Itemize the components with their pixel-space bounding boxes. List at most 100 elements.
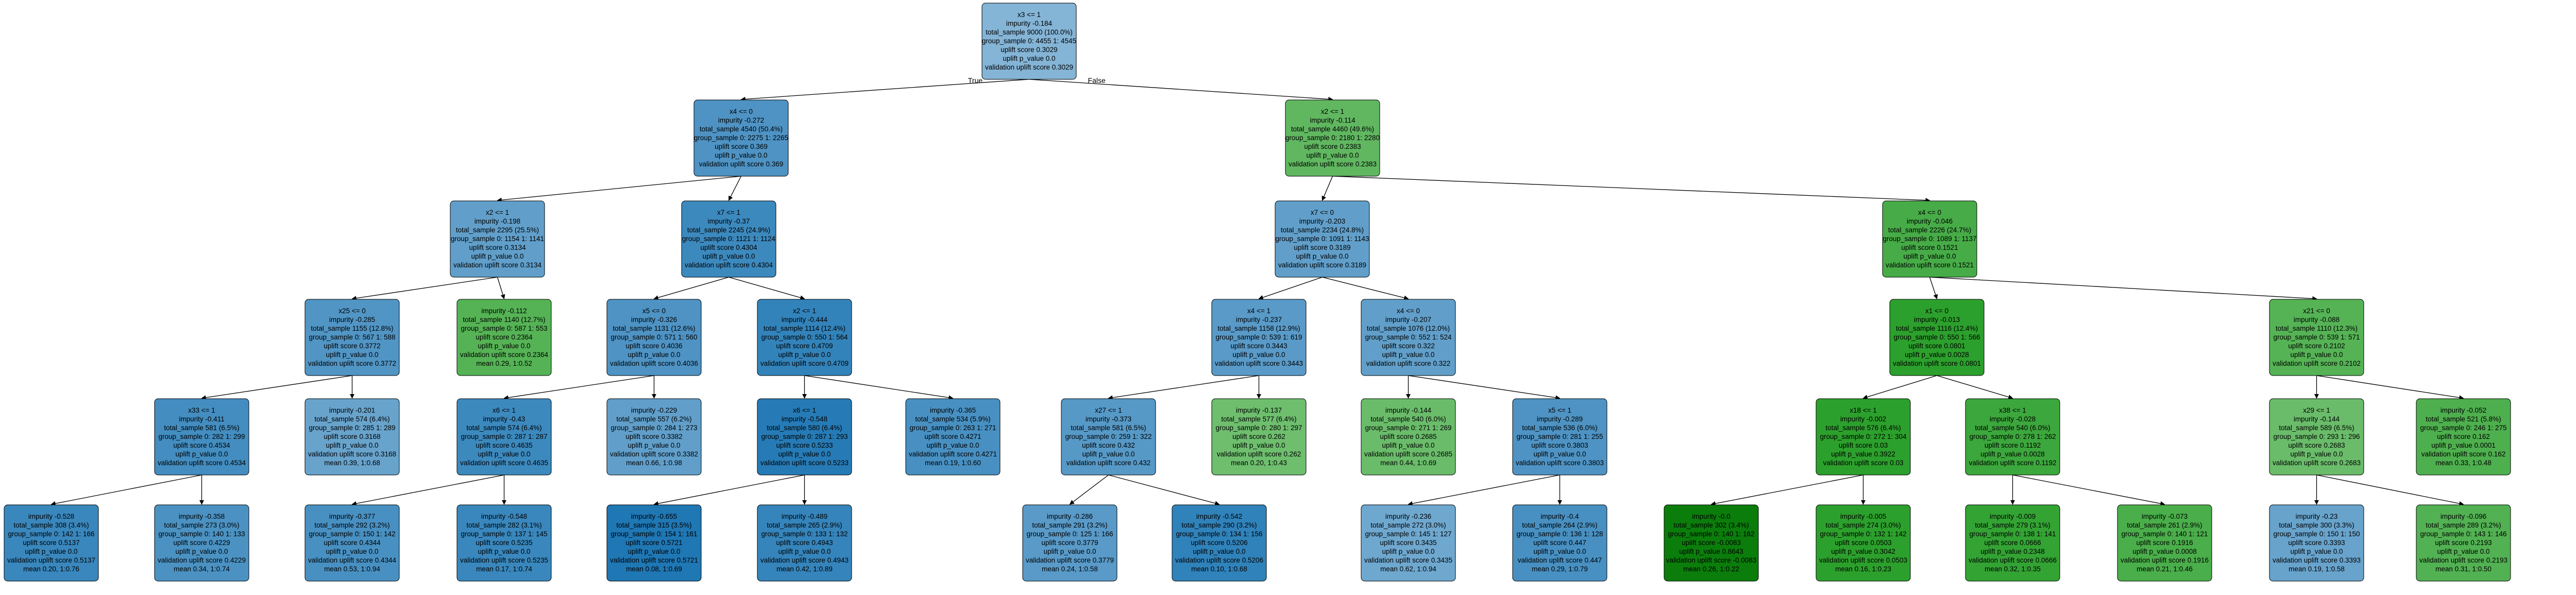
node-box [4, 504, 99, 582]
node-line: total_sample 289 (3.2%) [2426, 521, 2501, 529]
tree-edge [653, 474, 805, 506]
node-line: validation uplift score 0.3772 [308, 360, 396, 367]
tree-edge [503, 375, 654, 400]
node-line: group_sample 0: 4455 1: 4545 [982, 37, 1076, 45]
node-line: impurity -0.013 [1914, 316, 1960, 324]
node-line: impurity -0.052 [2441, 406, 2486, 414]
node-line: uplift score 0.0801 [1908, 342, 1965, 350]
node-line: uplift p_value 0.0 [1193, 548, 1245, 555]
node-box [2269, 398, 2364, 475]
node-box [1061, 398, 1156, 475]
node-line: impurity -0.489 [782, 513, 827, 520]
node-box [2416, 504, 2511, 582]
node-box [2269, 504, 2364, 582]
node-line: uplift score 0.5235 [476, 539, 532, 547]
node-line: mean 0.33, 1:0.48 [2435, 459, 2492, 467]
node-line: group_sample 0: 271 1: 269 [1365, 424, 1451, 432]
tree-edge [1069, 474, 1109, 505]
node-line: total_sample 274 (3.0%) [1825, 521, 1901, 529]
node-line: group_sample 0: 134 1: 156 [1176, 530, 1262, 538]
node-line: uplift p_value 0.0 [1003, 55, 1055, 62]
node-line: uplift p_value 0.0 [1382, 548, 1434, 555]
node-line: mean 0.20, 1:0.43 [1231, 459, 1287, 467]
node-line: mean 0.39, 1:0.68 [324, 459, 380, 467]
node-line: group_sample 0: 143 1: 146 [2420, 530, 2506, 538]
node-line: impurity -0.23 [2296, 513, 2338, 520]
node-box [757, 299, 852, 376]
node-line: uplift score 0.4709 [776, 342, 833, 350]
node-line: x21 <= 0 [2303, 307, 2330, 315]
node-line: impurity -0.528 [28, 513, 74, 520]
node-line: group_sample 0: 1089 1: 1137 [1883, 235, 1976, 243]
tree-edge [653, 277, 729, 300]
node-line: impurity -0.009 [1990, 513, 2036, 520]
node-line: validation uplift score 0.162 [2421, 450, 2506, 458]
node-line: uplift score -0.0083 [1682, 539, 1741, 547]
node-line: total_sample 2226 (24.7%) [1888, 226, 1971, 234]
node-line: uplift p_value 0.0 [1382, 441, 1434, 449]
node-line: x3 <= 1 [1018, 11, 1041, 19]
node-line: uplift score 0.4304 [700, 244, 757, 251]
node-line: mean 0.66, 1:0.98 [626, 459, 682, 467]
node-line: uplift score 0.3393 [2288, 539, 2345, 547]
node-line: validation uplift score 0.3029 [985, 63, 1073, 71]
node-line: total_sample 264 (2.9%) [1522, 521, 1597, 529]
node-line: uplift score 0.4635 [476, 441, 532, 449]
node-box [1211, 299, 1307, 376]
node-box [1965, 504, 2060, 582]
node-line: uplift p_value 0.8643 [1679, 548, 1743, 555]
tree-edge [1710, 474, 1863, 506]
node-line: mean 0.21, 1:0.46 [2137, 565, 2193, 573]
node-line: group_sample 0: 285 1: 289 [309, 424, 395, 432]
node-line: x25 <= 0 [338, 307, 366, 315]
node-line: validation uplift score 0.1192 [1969, 459, 2056, 467]
node-box [1889, 299, 1985, 376]
node-line: validation uplift score 0.3134 [453, 261, 542, 269]
node-line: validation uplift score 0.3189 [1278, 261, 1366, 269]
node-line: total_sample 581 (6.5%) [1071, 424, 1146, 432]
node-line: group_sample 0: 133 1: 132 [761, 530, 848, 538]
node-line: validation uplift score 0.3393 [2273, 556, 2361, 564]
node-line: uplift score 0.3435 [1380, 539, 1436, 547]
node-line: mean 0.24, 1:0.58 [1042, 565, 1098, 573]
node-line: mean 0.20, 1:0.76 [23, 565, 79, 573]
tree-edge [1108, 375, 1259, 400]
node-line: total_sample 1116 (12.4%) [1896, 325, 1978, 332]
node-line: validation uplift score 0.432 [1066, 459, 1151, 467]
node-line: validation uplift score 0.2383 [1289, 160, 1377, 168]
node-line: validation uplift score 0.2364 [460, 351, 549, 359]
node-box [1816, 504, 1911, 582]
node-line: total_sample 1076 (12.0%) [1367, 325, 1450, 332]
node-line: total_sample 302 (3.4%) [1673, 521, 1749, 529]
node-line: mean 0.44, 1:0.69 [1380, 459, 1436, 467]
node-line: validation uplift score 0.3168 [308, 450, 396, 458]
node-line: validation uplift score 0.447 [1518, 556, 1602, 564]
node-line: uplift p_value 0.0 [1533, 450, 1586, 458]
node-line: uplift p_value 0.0 [471, 252, 523, 260]
node-box [456, 398, 552, 475]
node-box [1172, 504, 1267, 582]
node-line: validation uplift score 0.4635 [460, 459, 548, 467]
node-line: validation uplift score 0.4271 [909, 450, 997, 458]
tree-edge [1321, 176, 1333, 201]
node-line: mean 0.19, 1:0.58 [2289, 565, 2345, 573]
node-line: uplift p_value 0.0 [175, 450, 228, 458]
node-line: x2 <= 1 [793, 307, 816, 315]
tree-edge [497, 277, 505, 299]
node-line: group_sample 0: 284 1: 273 [611, 424, 697, 432]
node-box [1816, 398, 1911, 475]
node-line: uplift score 0.262 [1232, 433, 1285, 440]
node-line: uplift p_value 0.0 [1232, 351, 1285, 359]
node-line: total_sample 1131 (12.6%) [613, 325, 695, 332]
node-line: validation uplift score 0.4036 [610, 360, 698, 367]
